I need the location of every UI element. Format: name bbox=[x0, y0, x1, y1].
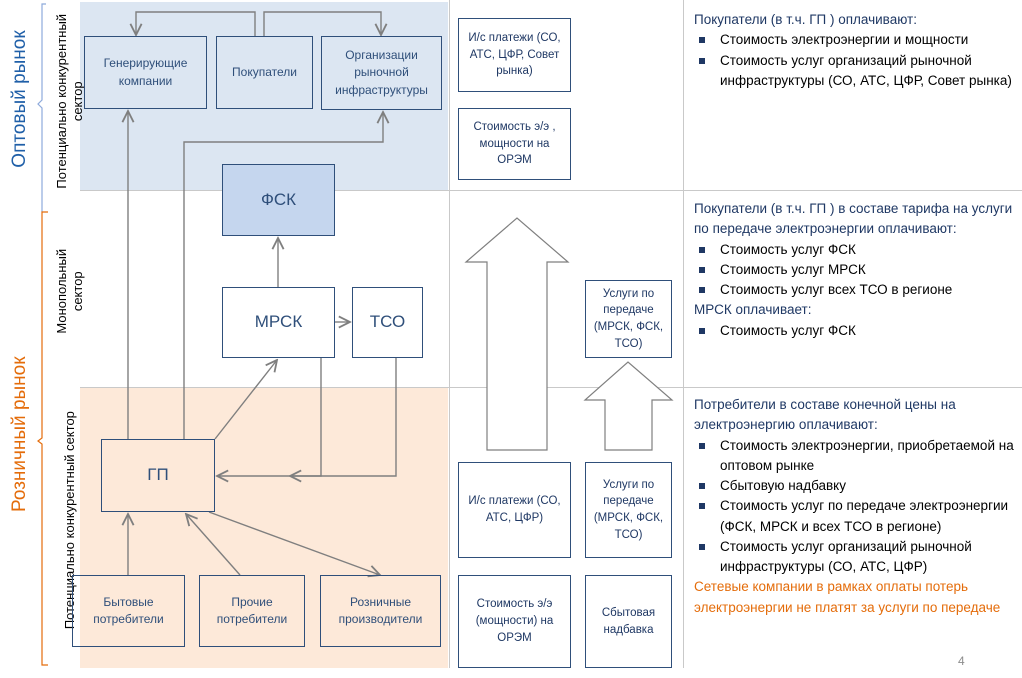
list-item: Стоимость электроэнергии, приобретаемой … bbox=[694, 436, 1019, 477]
energy-cost-top: Стоимость э/э , мощности на ОРЭМ bbox=[458, 108, 571, 180]
network-losses-note: Сетевые компании в рамках оплаты потерь … bbox=[694, 579, 1001, 615]
retail-zone-bg bbox=[80, 387, 448, 668]
retail-payments-text: Потребители в составе конечной цены на э… bbox=[694, 395, 1019, 618]
page-number: 4 bbox=[958, 654, 965, 668]
divider bbox=[80, 387, 1022, 388]
transmission-payments-text: Покупатели (в т.ч. ГП ) в составе тарифа… bbox=[694, 199, 1019, 341]
generating-companies-box: Генерирующие компании bbox=[84, 36, 207, 109]
transmission-services-bottom: Услуги по передаче (МРСК, ФСК, ТСО) bbox=[585, 462, 672, 558]
list-item: Стоимость электроэнергии и мощности bbox=[694, 30, 1019, 50]
tso-box: ТСО bbox=[352, 287, 423, 358]
infra-payments-bottom: И/с платежи (СО, АТС, ЦФР) bbox=[458, 462, 571, 558]
market-infrastructure-box: Организации рыночной инфраструктуры bbox=[321, 36, 442, 110]
divider bbox=[449, 0, 450, 668]
list-item: Стоимость услуг МРСК bbox=[694, 260, 1019, 280]
list-item: Стоимость услуг ФСК bbox=[694, 321, 1019, 341]
gp-box: ГП bbox=[101, 439, 215, 512]
flow-arrows bbox=[0, 11, 674, 678]
infra-payments-top: И/с платежи (СО, АТС, ЦФР, Совет рынка) bbox=[458, 18, 571, 92]
big-up-arrow bbox=[464, 217, 570, 451]
mrsk-box: МРСК bbox=[222, 287, 335, 358]
fsk-box: ФСК bbox=[222, 164, 335, 236]
transmission-services-mid: Услуги по передаче (МРСК, ФСК, ТСО) bbox=[585, 280, 672, 358]
divider bbox=[80, 190, 1022, 191]
retail-producers-box: Розничные производители bbox=[320, 575, 441, 647]
retail-markup: Сбытовая надбавка bbox=[585, 575, 672, 668]
small-up-arrow bbox=[583, 361, 674, 451]
brackets bbox=[37, 3, 48, 666]
section-heading: Потребители в составе конечной цены на э… bbox=[694, 397, 956, 433]
list-item: Стоимость услуг организаций рыночной инф… bbox=[694, 537, 1019, 578]
list-item: Стоимость услуг ФСК bbox=[694, 240, 1019, 260]
buyers-box: Покупатели bbox=[216, 36, 313, 109]
list-item: Стоимость услуг всех ТСО в регионе bbox=[694, 280, 1019, 300]
list-item: Стоимость услуг по передаче электроэнерг… bbox=[694, 496, 1019, 537]
section-heading: Покупатели (в т.ч. ГП ) в составе тарифа… bbox=[694, 201, 1013, 237]
wholesale-payments-text: Покупатели (в т.ч. ГП ) оплачивают: Стои… bbox=[694, 10, 1019, 91]
household-consumers-box: Бытовые потребители bbox=[72, 575, 185, 647]
energy-cost-bottom: Стоимость э/э (мощности) на ОРЭМ bbox=[458, 575, 571, 668]
section-heading: Покупатели (в т.ч. ГП ) оплачивают: bbox=[694, 12, 917, 27]
other-consumers-box: Прочие потребители bbox=[199, 575, 305, 647]
section-heading: МРСК оплачивает: bbox=[694, 302, 812, 318]
list-item: Стоимость услуг организаций рыночной инф… bbox=[694, 51, 1019, 92]
list-item: Сбытовую надбавку bbox=[694, 476, 1019, 496]
divider bbox=[683, 0, 684, 668]
